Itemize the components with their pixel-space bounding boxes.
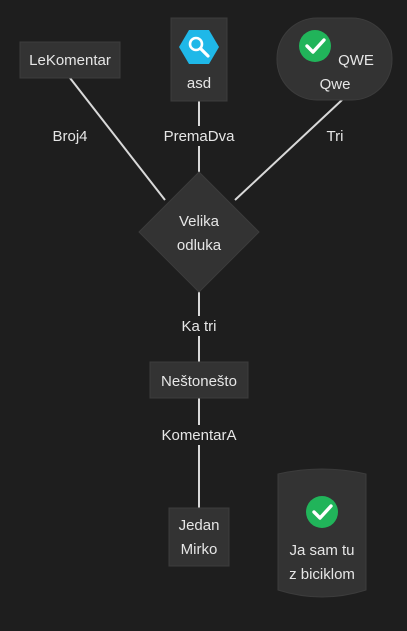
- node-bicikl-line2: z biciklom: [289, 566, 355, 583]
- edge-label-tri: Tri: [322, 126, 348, 146]
- node-nestonesto[interactable]: Neštonešto: [149, 361, 249, 399]
- check-circle-icon: [299, 30, 331, 62]
- edge-label-premadva: PremaDva: [157, 126, 241, 146]
- edge-label-broj4: Broj4: [48, 126, 92, 146]
- edge-label-tri-text: Tri: [327, 128, 344, 145]
- node-jedan-mirko-line2: Mirko: [181, 541, 218, 558]
- node-lekomentar[interactable]: LeKomentar: [19, 41, 121, 79]
- node-qwe-top-label: QWE: [338, 52, 374, 69]
- node-qwe[interactable]: QWE Qwe: [276, 17, 393, 101]
- node-asd-label: asd: [187, 75, 211, 92]
- node-asd[interactable]: asd: [170, 17, 228, 102]
- node-lekomentar-label: LeKomentar: [29, 52, 111, 69]
- node-jedan-mirko[interactable]: Jedan Mirko: [168, 507, 230, 567]
- edge-label-ka-tri-text: Ka tri: [181, 318, 216, 335]
- edge-label-komentara-text: KomentarA: [161, 427, 236, 444]
- node-nestonesto-label: Neštonešto: [161, 373, 237, 390]
- search-icon: [179, 30, 219, 64]
- edge-qwe-to-decision: [234, 99, 343, 201]
- node-decision[interactable]: Velika odluka: [138, 171, 260, 293]
- edge-label-komentara: KomentarA: [155, 425, 243, 445]
- edges: [69, 77, 343, 508]
- node-bicikl-line1: Ja sam tu: [289, 542, 354, 559]
- node-decision-line2: odluka: [177, 237, 222, 254]
- node-jedan-mirko-line1: Jedan: [179, 517, 220, 534]
- edge-lekomentar-to-decision: [69, 77, 166, 201]
- check-circle-icon: [306, 496, 338, 528]
- edge-label-premadva-text: PremaDva: [164, 128, 236, 145]
- node-qwe-bottom-label: Qwe: [320, 76, 351, 93]
- node-decision-line1: Velika: [179, 213, 220, 230]
- edge-label-ka-tri: Ka tri: [176, 316, 222, 336]
- edge-label-broj4-text: Broj4: [52, 128, 87, 145]
- node-bicikl[interactable]: Ja sam tu z biciklom: [277, 468, 367, 598]
